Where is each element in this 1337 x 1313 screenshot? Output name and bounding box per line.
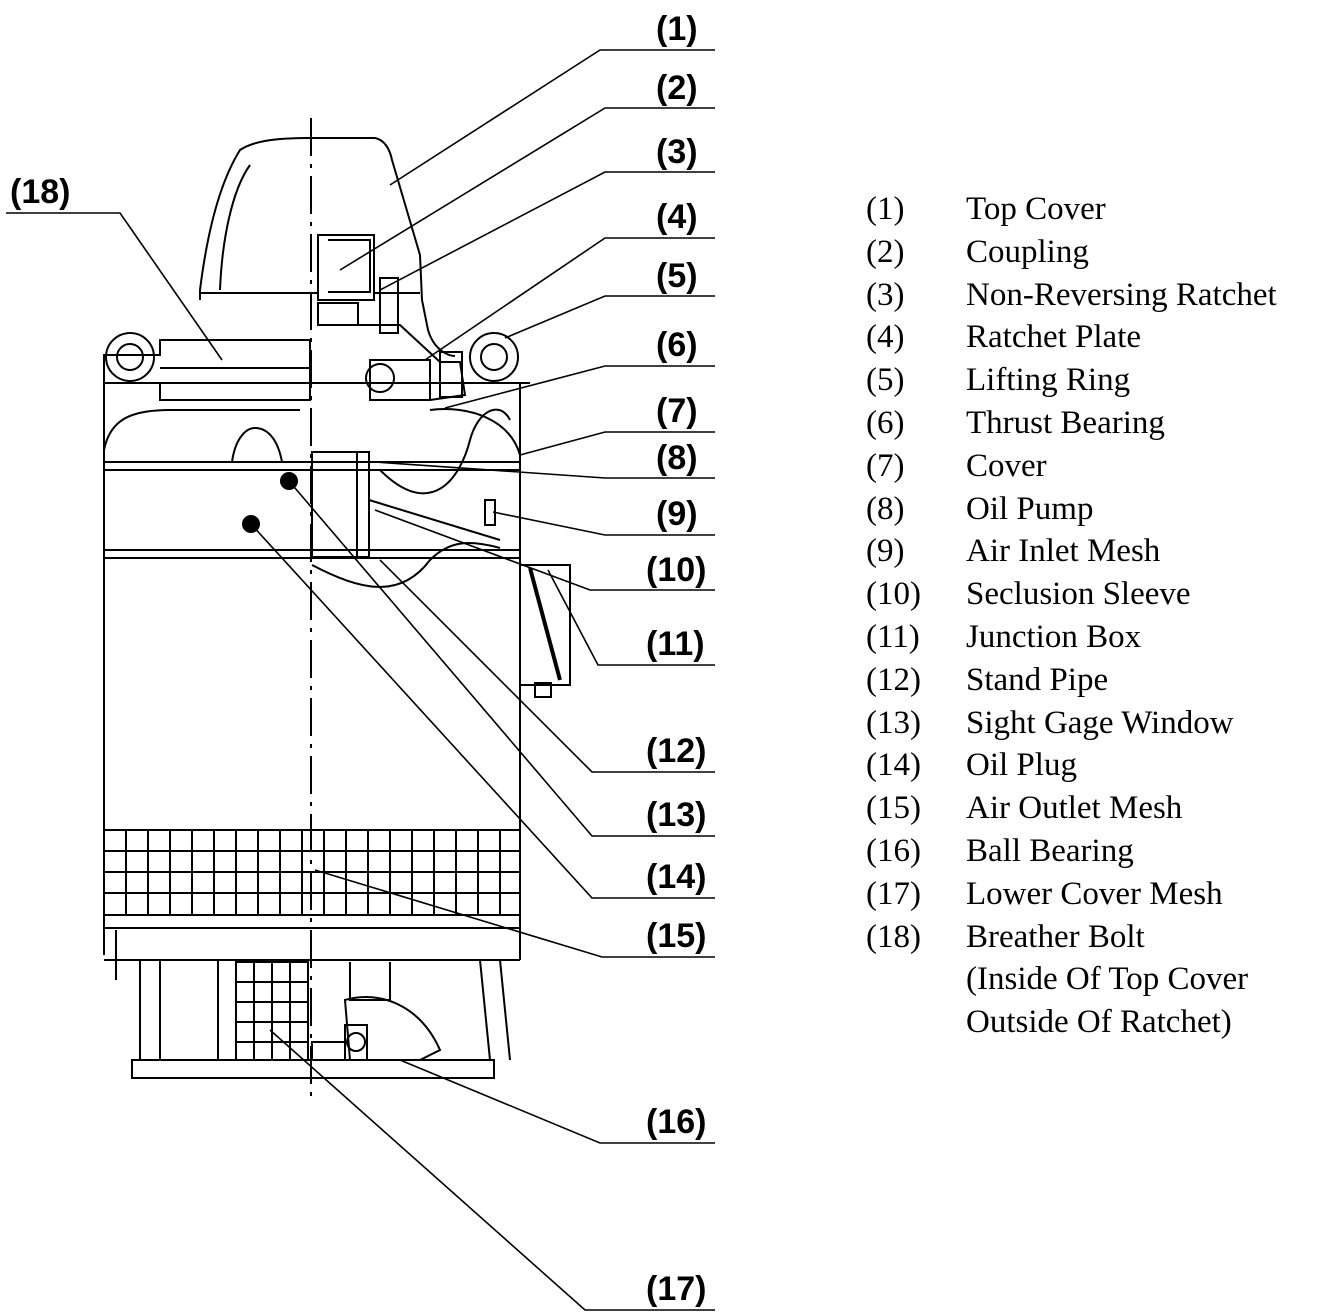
legend-number: (1) [866,191,905,227]
legend-item: (3) Non-Reversing Ratchet [866,274,1277,317]
legend-number: (9) [866,533,905,570]
legend-name: Breather Bolt [966,918,1145,955]
legend-number: (16) [866,832,921,869]
callout-15: (15) [646,917,706,955]
callout-6: (6) [656,326,698,364]
callout-9: (9) [656,495,698,533]
legend-item: (1) Top Cover [866,188,1277,231]
legend-note-line: Outside Of Ratchet) [966,1004,1232,1041]
legend-item: (7) Cover [866,445,1277,488]
legend-name: Seclusion Sleeve [966,576,1191,613]
legend-item: (8) Oil Pump [866,488,1277,531]
legend-item: (16) Ball Bearing [866,830,1277,873]
legend-name: Ratchet Plate [966,319,1142,356]
callout-13: (13) [646,796,706,834]
legend-item: (15) Air Outlet Mesh [866,787,1277,830]
callout-labels: (1) (2) (3) (4) (5) (6) (7) (8) (9) (10)… [10,10,706,1308]
callout-5: (5) [656,257,698,295]
legend-name: Coupling [966,233,1089,270]
legend-number: (12) [866,661,921,698]
callout-8: (8) [656,439,698,477]
callout-2: (2) [656,69,698,107]
legend-item: (14) Oil Plug [866,744,1277,787]
legend-number: (4) [866,319,905,356]
legend-number: (15) [866,790,921,827]
parts-legend: (1) Top Cover (2) Coupling (3) Non-Reversin… [866,188,1277,1044]
legend-number: (17) [866,875,921,912]
legend-name: Air Inlet Mesh [966,533,1161,570]
lifting-ring-right [469,332,519,382]
top-cover-inner [219,164,251,291]
lifting-ring-left [105,332,155,382]
legend-name: Oil Pump [966,490,1094,527]
legend-item: (12) Stand Pipe [866,659,1277,702]
legend-number: (14) [866,747,921,784]
legend-number: (7) [866,447,905,484]
callout-14: (14) [646,858,706,896]
leader-lines [6,49,715,1311]
legend-number: (18) [866,918,921,955]
legend-name: Sight Gage Window [966,704,1234,741]
legend-name: Cover [966,447,1047,484]
legend-item: (10) Seclusion Sleeve [866,573,1277,616]
legend-name: Non-Reversing Ratchet [966,276,1277,313]
legend-name: Ball Bearing [966,832,1134,869]
lower-cover-mesh [235,961,309,1061]
legend-number: (13) [866,704,921,741]
callout-11: (11) [646,625,705,663]
legend-item: (11) Junction Box [866,616,1277,659]
legend-number: (3) [866,276,905,313]
top-cover-dome [199,137,456,357]
callout-1: (1) [656,10,698,48]
legend-item: (5) Lifting Ring [866,359,1277,402]
legend-name: Oil Plug [966,747,1077,784]
motor-body [103,137,571,1079]
legend-number: (11) [866,618,920,655]
legend-name: Lower Cover Mesh [966,875,1223,912]
legend-item: (13) Sight Gage Window [866,702,1277,745]
legend-name: Lifting Ring [966,362,1131,399]
legend-number: (8) [866,490,905,527]
legend-number: (2) [866,233,905,270]
callout-12: (12) [646,732,706,770]
junction-box [519,564,571,686]
legend-item: (4) Ratchet Plate [866,316,1277,359]
legend-name: Air Outlet Mesh [966,790,1183,827]
legend-item: (6) Thrust Bearing [866,402,1277,445]
legend-number: (6) [866,404,905,441]
legend-name: Thrust Bearing [966,404,1165,441]
callout-17: (17) [646,1270,706,1308]
legend-item: (9) Air Inlet Mesh [866,530,1277,573]
callout-18: (18) [10,173,70,211]
callout-7: (7) [656,392,698,430]
legend-name: Junction Box [966,618,1142,655]
legend-name: Stand Pipe [966,661,1109,698]
callout-16: (16) [646,1103,706,1141]
callout-10: (10) [646,551,706,589]
legend-number: (5) [866,362,905,399]
legend-item: (17) Lower Cover Mesh [866,873,1277,916]
legend-number: (10) [866,576,921,613]
callout-3: (3) [656,133,698,171]
callout-4: (4) [656,198,698,236]
legend-note-line: (Inside Of Top Cover [966,961,1249,998]
legend-item: (18) Breather Bolt [866,916,1277,959]
legend-name: Top Cover [966,191,1106,227]
legend-item: (2) Coupling [866,231,1277,274]
